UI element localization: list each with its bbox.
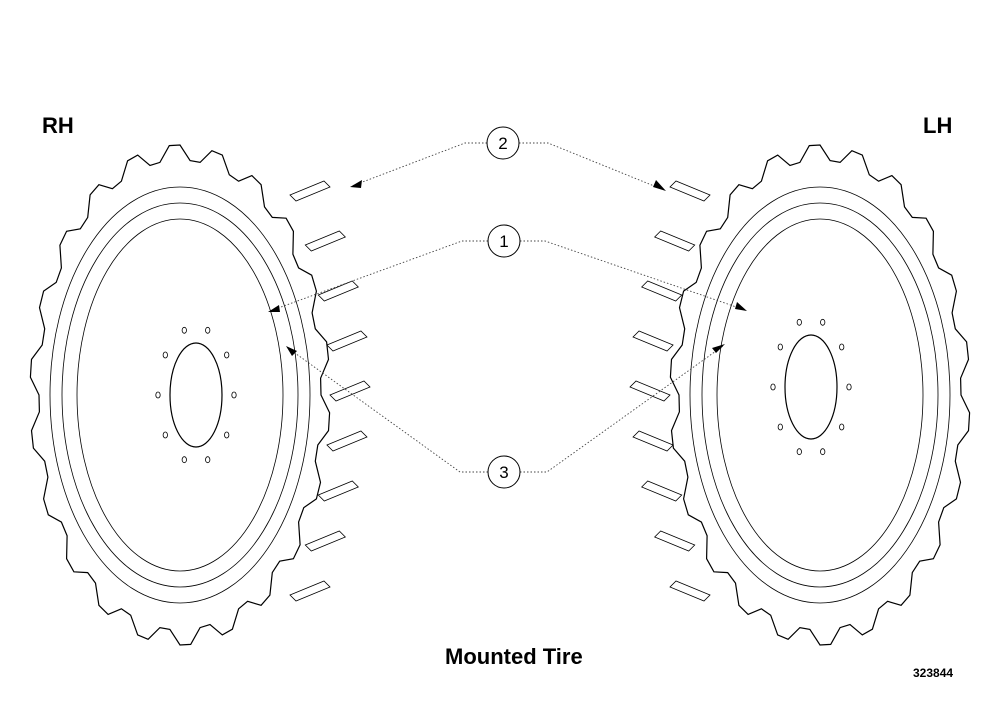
bolt-hole [205,456,211,464]
bolt-hole [181,326,187,334]
tire-lh-illustration [629,144,971,646]
rh-label: RH [42,113,74,138]
bolt-hole [770,383,776,391]
leader-2-left [351,142,487,187]
bolt-hole [155,391,161,399]
tread-lug [289,180,331,202]
bolt-hole [796,448,802,456]
bolt-hole [820,448,826,456]
bolt-hole [224,351,230,359]
lh-tread-lugs [629,180,711,602]
tire-rh-illustration [29,144,371,646]
bolt-hole [162,351,168,359]
tread-lug [653,530,696,552]
lh-tread-outline [669,144,971,646]
rh-tread-lugs [289,180,371,602]
callout-label: 1 [499,232,508,251]
rh-rim-inner [76,218,284,572]
rh-rim-mid [61,202,299,588]
bolt-hole [231,391,237,399]
leader-lines [268,142,747,473]
bolt-hole [777,423,783,431]
bolt-hole [205,326,211,334]
callout-3: 3 [487,455,521,489]
tread-lug [326,330,368,352]
lh-rim-mid [701,202,939,588]
figure-title: Mounted Tire [445,644,583,669]
tread-lug [632,430,674,452]
leader-2-right [519,142,665,191]
tread-lug [329,380,371,402]
tread-lug [641,480,683,502]
tread-lug [632,330,674,352]
callout-circle [487,224,521,258]
lh-label: LH [923,113,953,138]
arrowhead [653,180,666,191]
tread-lug [669,580,711,602]
bolt-hole [181,456,187,464]
tread-lug [317,280,359,302]
rh-bolt-circle [155,326,237,464]
bolt-hole [839,423,845,431]
arrowhead [712,344,725,353]
arrowhead [735,302,747,311]
callout-label: 3 [499,463,508,482]
tread-lug [326,430,368,452]
arrowhead [286,346,297,356]
tread-lug [289,580,331,602]
tread-lug [629,380,671,402]
callout-label: 2 [498,134,507,153]
rh-tread-outline [29,144,331,646]
bolt-hole [162,431,168,439]
bolt-hole [820,318,826,326]
bolt-hole [224,431,230,439]
tread-lug [304,230,347,252]
bolt-hole [839,343,845,351]
bolt-hole [796,318,802,326]
lh-rim-outer [689,186,951,604]
tread-lug [317,480,359,502]
lh-hub [784,334,838,440]
rh-rim-outer [49,186,311,604]
leader-3-right [520,345,724,473]
lh-rim-inner [716,218,924,572]
leader-1-right [520,240,746,311]
callout-1: 1 [487,224,521,258]
callout-circle [486,126,520,160]
arrowhead [268,305,280,312]
leader-1-left [269,240,488,312]
arrowhead [350,180,362,188]
bolt-hole [846,383,852,391]
callout-2: 2 [486,126,520,160]
tread-lug [653,230,696,252]
rh-hub [169,342,223,448]
lh-bolt-circle [770,318,852,456]
leader-3-left [287,347,488,473]
bolt-hole [777,343,783,351]
figure-number: 323844 [913,666,954,680]
tread-lug [669,180,711,202]
tread-lug [304,530,347,552]
tread-lug [641,280,683,302]
callout-circle [487,455,521,489]
